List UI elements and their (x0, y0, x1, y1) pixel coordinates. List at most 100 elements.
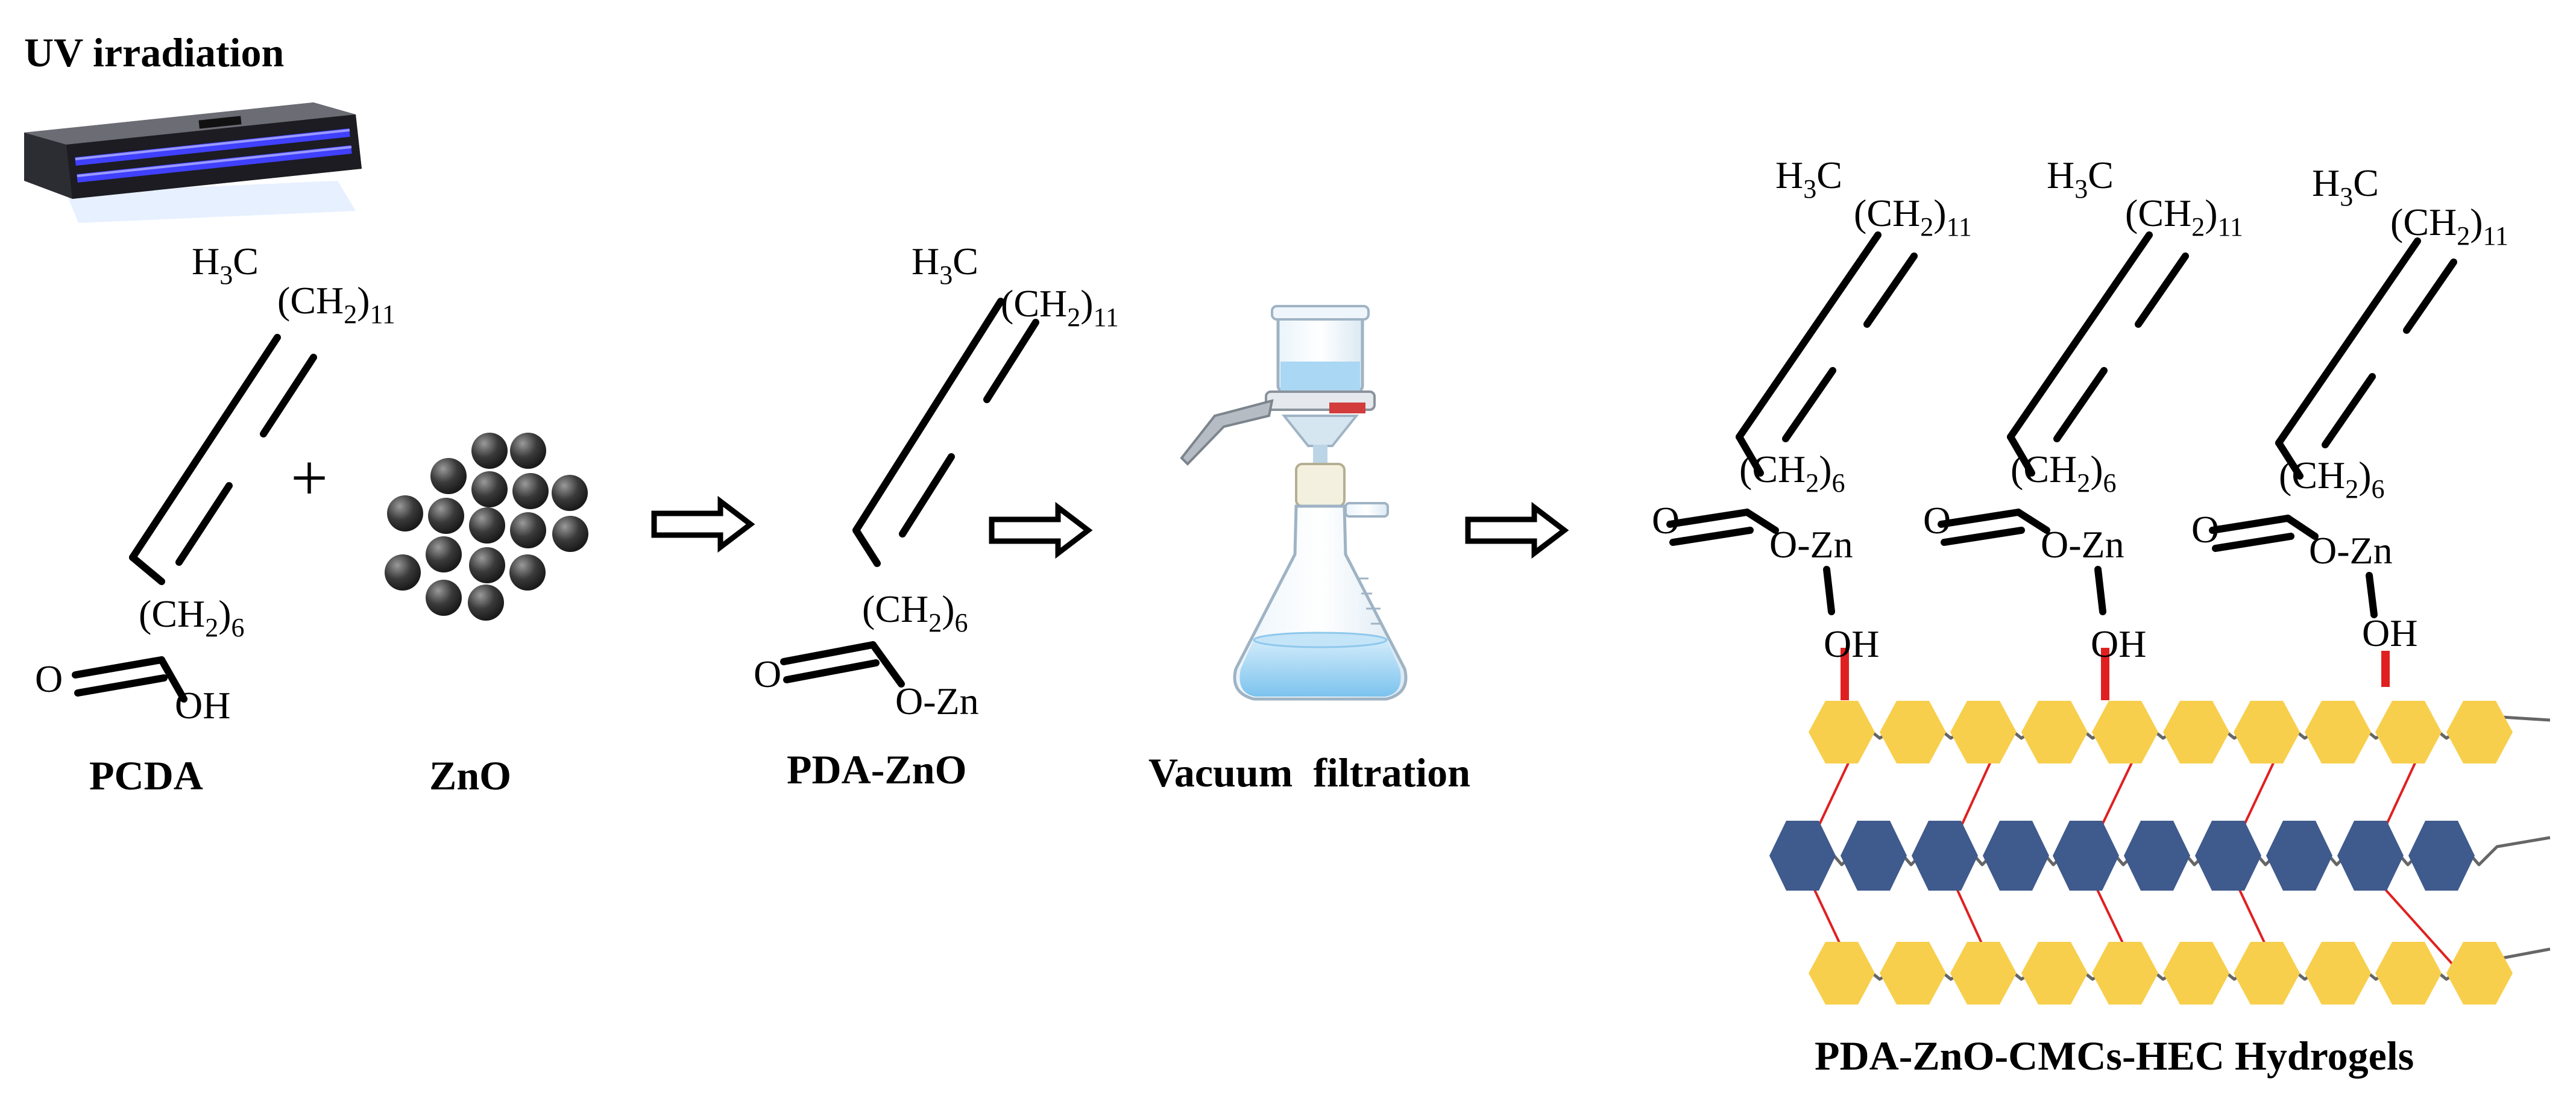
pcda-label: PCDA (89, 753, 203, 798)
ch2-11-text-3: (CH (1854, 192, 1920, 234)
middle-blue-chain (1769, 821, 2475, 891)
ch2-6-text-3: (CH (1739, 448, 1806, 491)
uv-label: UV irradiation (24, 30, 284, 75)
ch2-6-paren-5: ) (2358, 454, 2371, 497)
ch2-6-paren-3: ) (1819, 448, 1831, 491)
ch2-6-count-4: 6 (2103, 468, 2117, 498)
pcda-molecule (72, 334, 317, 703)
ch2-6-text: (CH (139, 592, 205, 635)
ch2-6-count-2: 6 (955, 608, 968, 638)
ch2-11-subscript-4: 2 (2191, 212, 2205, 242)
ch2-11-count-2: 11 (1094, 303, 1119, 332)
h3c-text-3: H (1775, 154, 1803, 196)
ch2-11-text-4: (CH (2125, 192, 2191, 234)
svg-text:H3C: H3C (192, 240, 259, 290)
ch2-11-count-4: 11 (2218, 212, 2243, 242)
ch2-11-text: (CH (277, 279, 344, 322)
h3c-carbon-5: C (2353, 161, 2379, 204)
bottom-yellow-chain (1809, 942, 2513, 1005)
ozn-label-3: O-Zn (1769, 523, 1853, 566)
ch2-11-text-5: (CH (2390, 201, 2457, 243)
vacuum-filtration-label: Vacuum filtration (1148, 750, 1470, 795)
reaction-arrow-1 (654, 501, 751, 547)
ch2-11-text-2: (CH (1001, 282, 1067, 325)
ozn-label-2: O-Zn (895, 680, 979, 723)
ch2-6-count-3: 6 (1832, 468, 1845, 498)
ch2-6-subscript-4: 2 (2077, 468, 2090, 498)
ch2-6-count: 6 (231, 613, 245, 642)
hydroxyl-label: OH (175, 684, 230, 727)
svg-text:(CH2)11: (CH2)11 (1854, 192, 1972, 242)
carbonyl-o-label-3: O (1652, 499, 1680, 542)
ch2-6-paren: ) (218, 592, 231, 635)
top-yellow-chain (1809, 701, 2513, 763)
attached-chain-1 (1666, 231, 1918, 615)
ch2-11-count-3: 11 (1947, 212, 1972, 242)
oh-label-3: OH (1824, 622, 1879, 665)
h3c-carbon-4: C (2088, 154, 2114, 196)
ch2-11-subscript: 2 (344, 299, 357, 329)
zno-label: ZnO (429, 753, 511, 798)
pda-zno-label: PDA-ZnO (787, 747, 966, 792)
ch2-6-count-5: 6 (2372, 474, 2385, 504)
plus-sign: + (291, 441, 328, 515)
h3c-carbon-2: C (953, 240, 978, 283)
hydrogel-label: PDA-ZnO-CMCs-HEC Hydrogels (1815, 1033, 2414, 1079)
ch2-6-text-2: (CH (862, 588, 928, 630)
svg-text:(CH2)6: (CH2)6 (1739, 448, 1845, 498)
uv-lamp-icon (24, 102, 362, 223)
svg-text:(CH2)11: (CH2)11 (2390, 201, 2508, 251)
svg-text:H3C: H3C (912, 240, 978, 290)
svg-text:(CH2)6: (CH2)6 (2011, 448, 2117, 498)
h3c-text: H (192, 240, 219, 283)
hydrogel-network (1769, 701, 2551, 1005)
ch2-6-subscript: 2 (205, 613, 218, 642)
svg-text:H3C: H3C (2047, 154, 2114, 204)
h3c-carbon: C (233, 240, 259, 283)
ch2-11-paren-2: ) (1080, 282, 1093, 325)
h3c-text-5: H (2312, 161, 2340, 204)
svg-text:(CH2)11: (CH2)11 (277, 279, 395, 329)
svg-text:(CH2)11: (CH2)11 (2125, 192, 2243, 242)
h3c-text-2: H (912, 240, 939, 283)
svg-text:(CH2)6: (CH2)6 (139, 592, 245, 642)
ch2-11-subscript-3: 2 (1920, 212, 1933, 242)
ch2-6-subscript-5: 2 (2345, 474, 2358, 504)
ch2-11-count: 11 (370, 299, 395, 329)
ch2-11-count-5: 11 (2483, 221, 2508, 251)
svg-text:(CH2)11: (CH2)11 (1001, 282, 1119, 332)
svg-text:(CH2)6: (CH2)6 (2279, 454, 2385, 504)
carbonyl-o-label: O (35, 657, 63, 700)
ch2-6-paren-2: ) (942, 588, 954, 630)
h3c-subscript: 3 (219, 260, 233, 290)
svg-text:H3C: H3C (1775, 154, 1842, 204)
h3c-text-4: H (2047, 154, 2074, 196)
h3c-carbon-3: C (1816, 154, 1842, 196)
carbonyl-o-label-5: O (2191, 508, 2219, 551)
h3c-subscript-5: 3 (2340, 182, 2353, 212)
vacuum-filtration-flask-icon (1180, 305, 1408, 701)
ch2-6-paren-4: ) (2090, 448, 2103, 491)
ch2-6-subscript-2: 2 (928, 608, 942, 638)
ch2-11-subscript-5: 2 (2457, 221, 2470, 251)
ch2-11-paren-3: ) (1933, 192, 1946, 234)
attached-chain-3 (2209, 237, 2457, 618)
zno-particles (385, 433, 588, 621)
carbonyl-o-label-2: O (754, 653, 781, 695)
ozn-label-4: O-Zn (2041, 523, 2124, 566)
pda-zno-molecule (780, 298, 1039, 688)
ch2-6-text-5: (CH (2279, 454, 2345, 497)
h3c-subscript-4: 3 (2074, 174, 2088, 204)
reaction-arrow-3 (1468, 507, 1564, 553)
attached-chain-2 (1938, 231, 2189, 615)
ozn-label-5: O-Zn (2309, 529, 2393, 572)
ch2-11-paren-4: ) (2205, 192, 2217, 234)
ch2-11-paren-5: ) (2470, 201, 2483, 243)
oh-label-4: OH (2091, 622, 2146, 665)
h3c-subscript-3: 3 (1803, 174, 1816, 204)
carbonyl-o-label-4: O (1923, 499, 1951, 542)
ch2-6-subscript-3: 2 (1806, 468, 1819, 498)
reaction-arrow-2 (992, 507, 1088, 553)
h3c-subscript-2: 3 (939, 260, 953, 290)
